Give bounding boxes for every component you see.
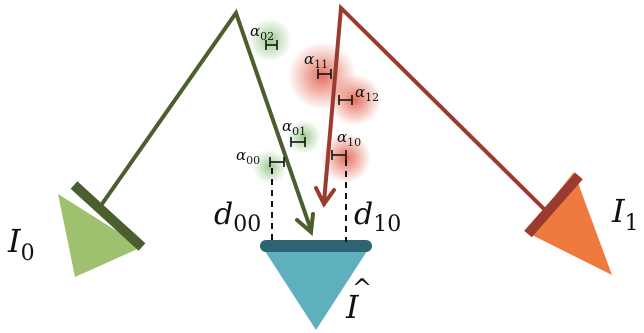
ray-i1-arrow	[314, 3, 546, 211]
marker-a12	[338, 95, 353, 105]
sample-blob-a02	[248, 18, 292, 62]
marker-a01	[290, 137, 306, 147]
label-alpha-11: α11	[304, 50, 328, 71]
label-alpha-00: α00	[236, 146, 260, 167]
label-alpha-12: α12	[355, 83, 379, 104]
sample-blob-a12	[329, 74, 381, 126]
label-ihat: I	[345, 288, 360, 326]
camera-i0-icon	[58, 181, 146, 277]
label-alpha-01: α01	[282, 117, 306, 138]
sample-blob-a01	[287, 120, 321, 154]
label-i1: I1	[611, 192, 639, 236]
alpha-markers	[265, 40, 353, 167]
marker-a11	[317, 69, 332, 79]
camera-i1-icon	[524, 172, 612, 275]
label-ihat-hat: ^	[352, 274, 372, 302]
label-d00: d00	[214, 197, 261, 237]
marker-a00	[269, 157, 285, 167]
label-alpha-10: α10	[337, 128, 361, 149]
marker-a02	[265, 40, 278, 50]
label-alpha-02: α02	[250, 22, 274, 43]
label-d10: d10	[354, 197, 401, 237]
label-i0: I0	[7, 222, 35, 266]
ray-i0-arrow	[100, 8, 315, 236]
marker-a10	[331, 150, 347, 160]
camera-ihat-icon	[260, 240, 372, 330]
